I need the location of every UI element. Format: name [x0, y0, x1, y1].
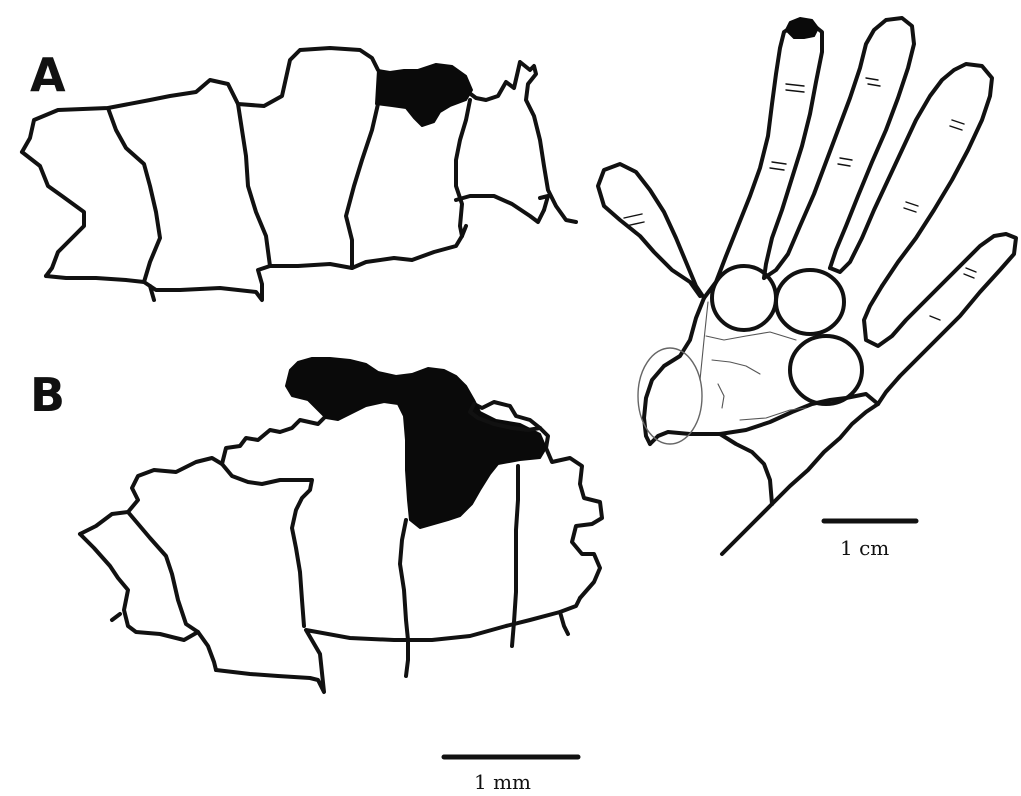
- hand-ring-joint-2: [904, 202, 918, 212]
- hand-palm-left-outline: [644, 298, 704, 444]
- hand-palm-crease-5: [700, 302, 708, 380]
- panel-a-bottom-outline: [46, 226, 466, 300]
- panel-b-right-outline: [546, 448, 602, 598]
- hand-middle-joint-2: [838, 158, 852, 166]
- hand-palm-crease-2: [712, 360, 760, 374]
- hand-palm-crease-3: [718, 384, 724, 408]
- panel-label-b: B: [30, 372, 65, 418]
- panel-a-cell-wall-6: [540, 196, 548, 210]
- panel-a-cell-wall-2: [238, 104, 270, 266]
- panel-label-a: A: [30, 52, 66, 98]
- panel-b-diagram: [80, 358, 602, 692]
- hand-little-joint-1: [964, 268, 976, 278]
- panel-a-cell-wall-3: [346, 104, 378, 268]
- hand-scale-label: 1 cm: [840, 538, 889, 558]
- panel-b-cell-wall-4: [512, 466, 518, 646]
- hand-index-finger-outline: [704, 24, 822, 298]
- panel-a-cell-wall-4: [456, 100, 470, 236]
- panel-b-bottom-outline: [216, 598, 580, 692]
- panel-a-left-edge: [22, 152, 84, 276]
- hand-ring-finger-outline: [830, 64, 992, 286]
- panel-a-dark-cell: [376, 64, 472, 126]
- tissue-scale-label: 1 mm: [474, 772, 531, 792]
- hand-middle-joint-1: [866, 78, 880, 86]
- hand-diagram: [598, 18, 1016, 554]
- hand-index-joint-2: [770, 162, 786, 170]
- hand-palm-right-outline: [722, 404, 878, 554]
- hand-little-finger-outline: [864, 234, 1016, 404]
- hand-index-joint-1: [786, 84, 804, 92]
- hand-wrist-lower-outline: [720, 434, 772, 504]
- hand-palm-pad-1: [712, 266, 776, 330]
- panel-b-cell-wall-1: [128, 512, 198, 632]
- panel-b-cell-wall-5: [560, 612, 568, 634]
- panel-a-cell-wall-1: [108, 108, 160, 282]
- panel-b-cell-wall-3: [400, 520, 408, 676]
- panel-b-cell-wall-6: [112, 614, 120, 620]
- panel-b-left-edge: [80, 534, 216, 670]
- hand-middle-finger-outline: [764, 18, 914, 278]
- panel-b-dark-cell: [286, 358, 546, 528]
- hand-palm-pad-3: [790, 336, 862, 404]
- hand-ring-joint-1: [950, 120, 964, 130]
- panel-a-top-outline: [22, 48, 378, 152]
- panel-a-diagram: [22, 48, 576, 300]
- panel-a-cell-wall-5: [456, 196, 544, 222]
- hand-palm-pad-2: [776, 270, 844, 334]
- hand-fingertip-lesion: [786, 18, 818, 38]
- hand-thumb-outline: [598, 164, 704, 298]
- panel-b-cell-wall-2: [222, 464, 312, 626]
- hand-palm-crease-1: [706, 332, 796, 340]
- hand-little-joint-2: [930, 316, 940, 320]
